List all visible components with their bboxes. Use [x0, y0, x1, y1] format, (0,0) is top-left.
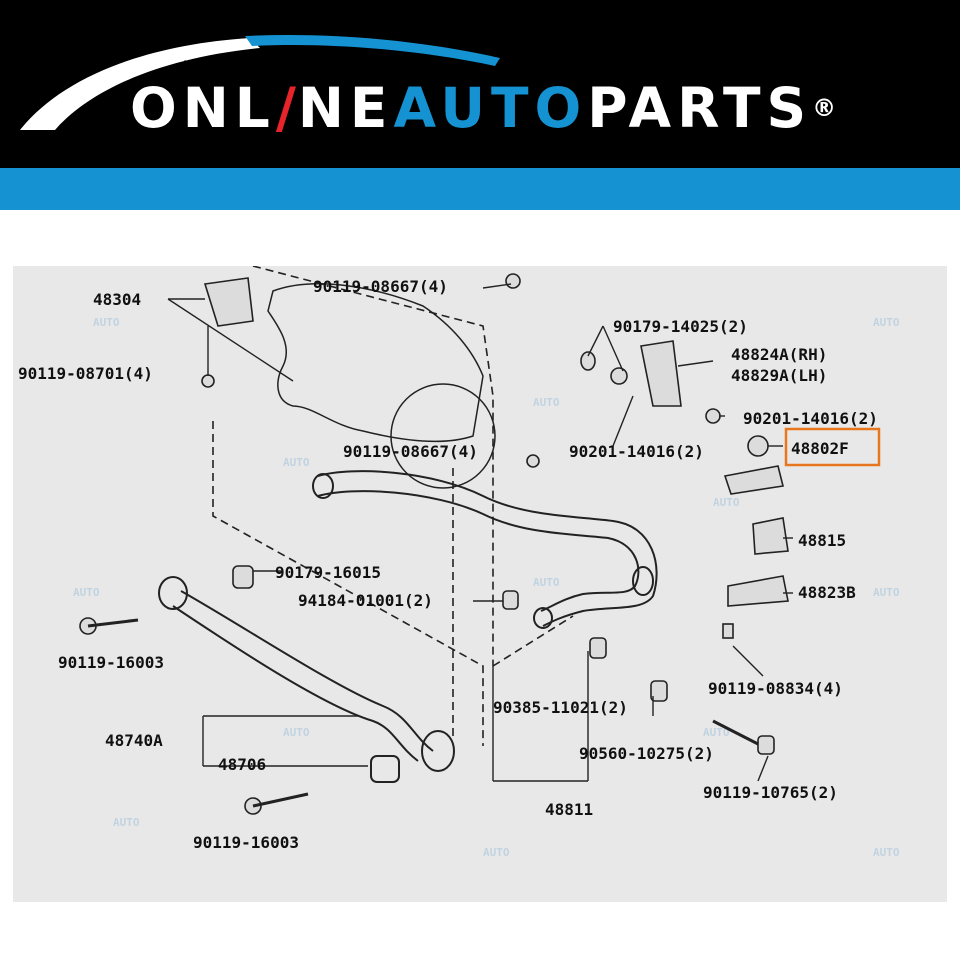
label-48802f: 48802F	[791, 439, 849, 458]
svg-text:AUTO: AUTO	[873, 586, 900, 599]
svg-text:AUTO: AUTO	[873, 316, 900, 329]
brand-name-auto: AUTO	[393, 76, 588, 140]
brand-name-parts: PARTS	[587, 76, 813, 140]
stabilizer-bar	[312, 470, 658, 629]
svg-text:AUTO: AUTO	[283, 456, 310, 469]
svg-text:AUTO: AUTO	[93, 316, 120, 329]
parts-diagram: AUTO AUTO AUTO AUTO AUTO AUTO AUTO AUTO …	[13, 265, 947, 902]
needle-i-icon: /	[275, 76, 302, 140]
svg-text:AUTO: AUTO	[283, 726, 310, 739]
fasteners	[87, 618, 759, 808]
label-48823b: 48823B	[798, 583, 856, 602]
svg-text:AUTO: AUTO	[873, 846, 900, 859]
label-90201-14016-b: 90201-14016(2)	[569, 442, 704, 461]
svg-text:AUTO: AUTO	[713, 496, 740, 509]
dashed-outlines	[212, 265, 574, 746]
svg-text:AUTO: AUTO	[533, 576, 560, 589]
label-90179-16015: 90179-16015	[275, 563, 381, 582]
label-90385-11021: 90385-11021(2)	[493, 698, 628, 717]
label-48304: 48304	[93, 290, 141, 309]
label-90119-16003-a: 90119-16003	[58, 653, 164, 672]
highlight-box	[784, 427, 881, 467]
label-90119-08834: 90119-08834(4)	[708, 679, 843, 698]
parts-diagram-drawing: AUTO AUTO AUTO AUTO AUTO AUTO AUTO AUTO …	[18, 265, 900, 859]
label-48811: 48811	[545, 800, 593, 819]
label-90119-08667-top: 90119-08667(4)	[313, 277, 448, 296]
svg-text:AUTO: AUTO	[703, 726, 730, 739]
label-48829a: 48829A(LH)	[731, 366, 827, 385]
svg-text:AUTO: AUTO	[73, 586, 100, 599]
brand-name-ne: NE	[297, 76, 394, 140]
part-number-labels: 48304 90119-08701(4) 90119-08667(4) 9017…	[18, 277, 878, 852]
brand-stripe	[0, 168, 960, 210]
registered-mark: ®	[812, 94, 837, 122]
label-94184-01001: 94184-01001(2)	[298, 591, 433, 610]
label-48824a: 48824A(RH)	[731, 345, 827, 364]
label-48706: 48706	[218, 755, 266, 774]
label-90560-10275: 90560-10275(2)	[579, 744, 714, 763]
svg-text:AUTO: AUTO	[533, 396, 560, 409]
svg-text:AUTO: AUTO	[113, 816, 140, 829]
label-90119-10765: 90119-10765(2)	[703, 783, 838, 802]
leader-lines	[167, 283, 793, 782]
brand-banner: ONL/NEAUTOPARTS®	[0, 0, 960, 168]
label-48815: 48815	[798, 531, 846, 550]
small-parts	[79, 273, 789, 815]
watermark-pattern: AUTO AUTO AUTO AUTO AUTO AUTO AUTO AUTO …	[73, 316, 900, 859]
speedometer-arc-logo	[20, 34, 500, 130]
label-90179-14025: 90179-14025(2)	[613, 317, 748, 336]
svg-text:AUTO: AUTO	[483, 846, 510, 859]
brand-wordmark: ONL/NEAUTOPARTS®	[130, 78, 836, 138]
label-48740a: 48740A	[105, 731, 163, 750]
lateral-rod	[158, 576, 455, 783]
frame-bracket-outline	[267, 283, 496, 489]
label-90201-14016-a: 90201-14016(2)	[743, 409, 878, 428]
label-90119-08667-mid: 90119-08667(4)	[343, 442, 478, 461]
label-90119-08701: 90119-08701(4)	[18, 364, 153, 383]
label-90119-16003-b: 90119-16003	[193, 833, 299, 852]
brand-name-onl: ONL	[130, 76, 276, 140]
